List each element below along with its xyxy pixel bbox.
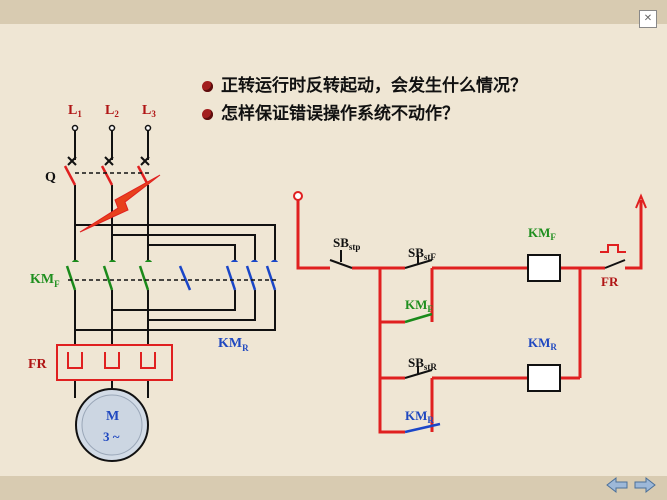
prev-arrow-icon[interactable] — [605, 476, 629, 494]
sb-start-r-button — [404, 366, 433, 379]
motor-label: M — [106, 409, 119, 424]
motor-phase-label: 3 ~ — [103, 429, 120, 444]
km-f-coil — [527, 254, 561, 282]
km-r-main-contacts — [160, 259, 278, 291]
km-r-aux-contact — [404, 422, 441, 434]
phase-label-l3: L3 — [142, 103, 156, 119]
motor: M 3 ~ — [75, 388, 149, 462]
sb-start-r-label: SBstR — [408, 355, 437, 372]
question-item: 正转运行时反转起动，会发生什么情况？ — [202, 72, 527, 100]
bullet-icon — [202, 108, 213, 120]
phase-terminals — [71, 124, 152, 132]
km-r-label: KMR — [218, 336, 249, 353]
km-r-coil — [527, 364, 561, 392]
question-text: 正转运行时反转起动，会发生什么情况？ — [221, 76, 527, 96]
phase-label-l1: L1 — [68, 103, 82, 119]
km-r-coil-label: KMR — [528, 335, 557, 352]
control-circuit — [296, 200, 643, 434]
question-text: 怎样保证错误操作系统不动作？ — [221, 104, 459, 124]
question-item: 怎样保证错误操作系统不动作？ — [202, 100, 527, 128]
km-f-label: KMF — [30, 272, 60, 289]
sb-stop-button — [329, 250, 353, 269]
decorative-top-border — [0, 0, 667, 24]
fr-contact-label: FR — [601, 274, 619, 289]
km-f-aux-contact — [404, 312, 433, 324]
sb-start-f-label: SBstF — [408, 245, 436, 262]
decorative-bottom-border — [0, 476, 667, 500]
km-f-coil-label: KMF — [528, 225, 556, 242]
short-circuit-lightning-icon — [79, 174, 161, 233]
phase-label-l2: L2 — [105, 103, 119, 119]
close-icon[interactable]: ✕ — [639, 10, 657, 28]
fr-contact — [600, 244, 626, 269]
sb-stop-label: SBstp — [333, 235, 360, 252]
switch-q: Q — [45, 156, 150, 186]
km-r-aux-label: KMR — [405, 408, 434, 425]
power-circuit — [74, 128, 276, 398]
sb-start-f-button — [404, 255, 433, 269]
thermal-relay-fr: FR — [28, 344, 173, 381]
control-terminals — [293, 191, 647, 209]
question-list: 正转运行时反转起动，会发生什么情况？ 怎样保证错误操作系统不动作？ — [202, 72, 527, 128]
km-f-aux-label: KMF — [405, 297, 433, 314]
next-arrow-icon[interactable] — [633, 476, 657, 494]
fr-label: FR — [28, 357, 48, 372]
switch-label: Q — [45, 170, 56, 185]
bullet-icon — [202, 80, 213, 92]
km-f-main-contacts — [65, 259, 160, 291]
phase-labels: L1 L2 L3 — [68, 103, 156, 119]
